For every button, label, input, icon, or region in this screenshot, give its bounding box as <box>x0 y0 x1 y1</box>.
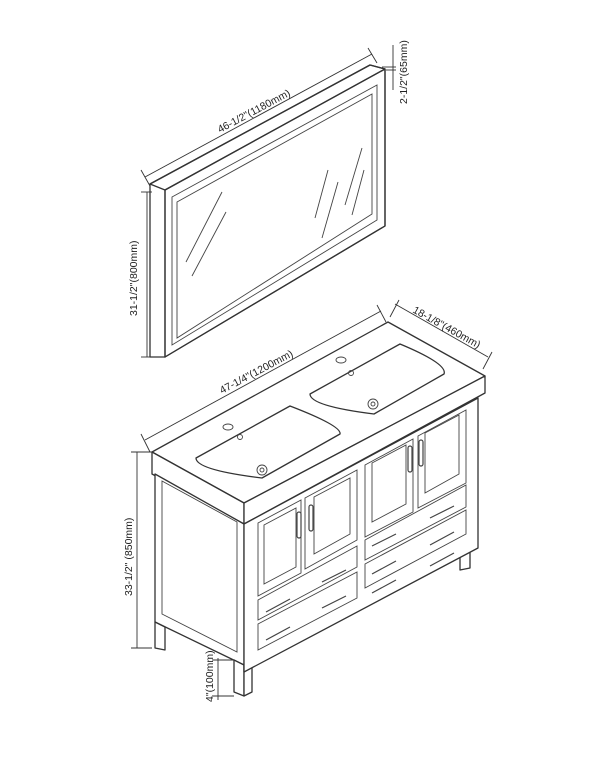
right-door-2 <box>417 409 467 509</box>
right-drawer-1 <box>364 484 467 561</box>
mirror-height-label: 31-1/2"(800mm) <box>128 240 140 316</box>
mirror <box>149 64 386 358</box>
right-sink <box>309 343 445 415</box>
leg-height-dimension: 4"(100mm) <box>204 650 234 702</box>
vanity-height-label: 33-1/2" (850mm) <box>123 518 135 596</box>
mirror-glass-reflections <box>185 147 365 277</box>
vanity <box>151 321 486 697</box>
door-handles <box>296 439 424 539</box>
left-sink <box>195 405 341 479</box>
mirror-depth-label: 2-1/2"(65mm) <box>398 40 410 104</box>
left-drawer-upper <box>257 545 358 621</box>
drawer-handles <box>265 505 455 641</box>
left-door-2 <box>304 469 358 570</box>
mirror-depth-dimension: 2-1/2"(65mm) <box>382 40 410 104</box>
leg-height-label: 4"(100mm) <box>204 650 216 702</box>
mirror-height-dimension: 31-1/2"(800mm) <box>128 191 152 358</box>
right-drawer-2 <box>364 509 467 589</box>
left-drawer-middle <box>257 571 358 651</box>
left-door-1 <box>257 499 302 597</box>
vanity-height-dimension: 33-1/2" (850mm) <box>123 451 152 649</box>
right-door-1 <box>364 438 414 538</box>
